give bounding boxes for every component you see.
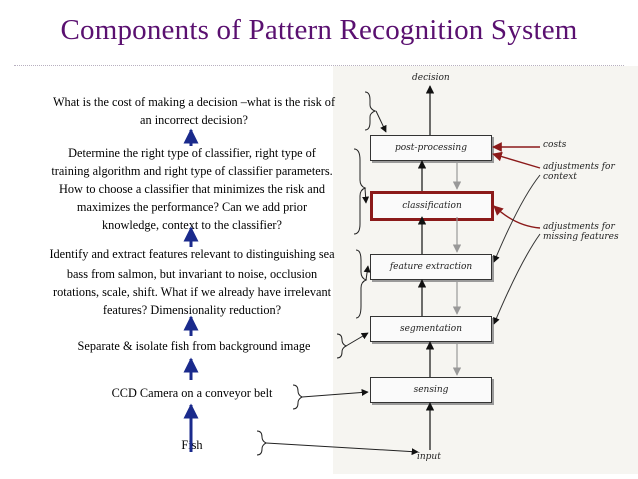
text-line: Separate & isolate fish from background … [77, 339, 311, 353]
missing-feedback-curve [493, 233, 541, 325]
text-line: training algorithm and right type of cla… [51, 164, 333, 178]
decision-description: What is the cost of making a decision –w… [24, 93, 364, 129]
connector-arrow [345, 332, 369, 347]
missing-features-label: adjustments for missing features [543, 222, 619, 242]
brace-segmentation [336, 333, 348, 359]
text-line: Determine the right type of classifier, … [68, 146, 316, 160]
text-line: Identify and extract features relevant t… [49, 247, 335, 261]
connector-arrow [265, 442, 419, 456]
text-line: rotations, scale, shift. What if we alre… [52, 285, 332, 299]
brace-sensing [292, 384, 304, 410]
brace-feature [355, 249, 368, 319]
text-line: an incorrect decision? [140, 113, 248, 127]
text-line: knowledge, context to the classifier? [102, 218, 282, 232]
text-line: features? Dimensionality reduction? [102, 303, 282, 317]
brace-classification [353, 148, 367, 235]
classification-description: Determine the right type of classifier, … [22, 144, 362, 234]
slide-title: Components of Pattern Recognition System [60, 14, 578, 46]
connector-arrow [375, 110, 387, 133]
connector-arrow [362, 187, 370, 204]
costs-label: costs [543, 140, 567, 150]
post-processing-box: post-processing [370, 135, 492, 161]
feature-description: Identify and extract features relevant t… [22, 245, 362, 319]
connector-arrow [363, 265, 371, 281]
classification-box: classification [370, 191, 494, 221]
text-line: maximizes the performance? Can we add pr… [76, 200, 308, 214]
decision-label: decision [412, 73, 450, 83]
text-line: bass from salmon, but invariant to noise… [66, 267, 318, 281]
input-label: input [417, 452, 441, 462]
context-label: adjustments for context [543, 162, 615, 182]
brace-input [256, 430, 268, 456]
missing-features-arrow [493, 205, 541, 229]
segmentation-description: Separate & isolate fish from background … [24, 337, 364, 355]
text-line: What is the cost of making a decision –w… [52, 95, 336, 109]
context-feedback-curve [493, 174, 541, 263]
feature-extraction-box: feature extraction [370, 254, 492, 280]
text-line: CCD Camera on a conveyor belt [111, 386, 273, 400]
sensing-description: CCD Camera on a conveyor belt [22, 384, 362, 402]
title-divider [14, 65, 624, 66]
connector-arrow [301, 388, 369, 398]
brace-decision [364, 91, 377, 131]
text-line: How to choose a classifier that minimize… [58, 182, 326, 196]
context-arrow [492, 151, 541, 169]
